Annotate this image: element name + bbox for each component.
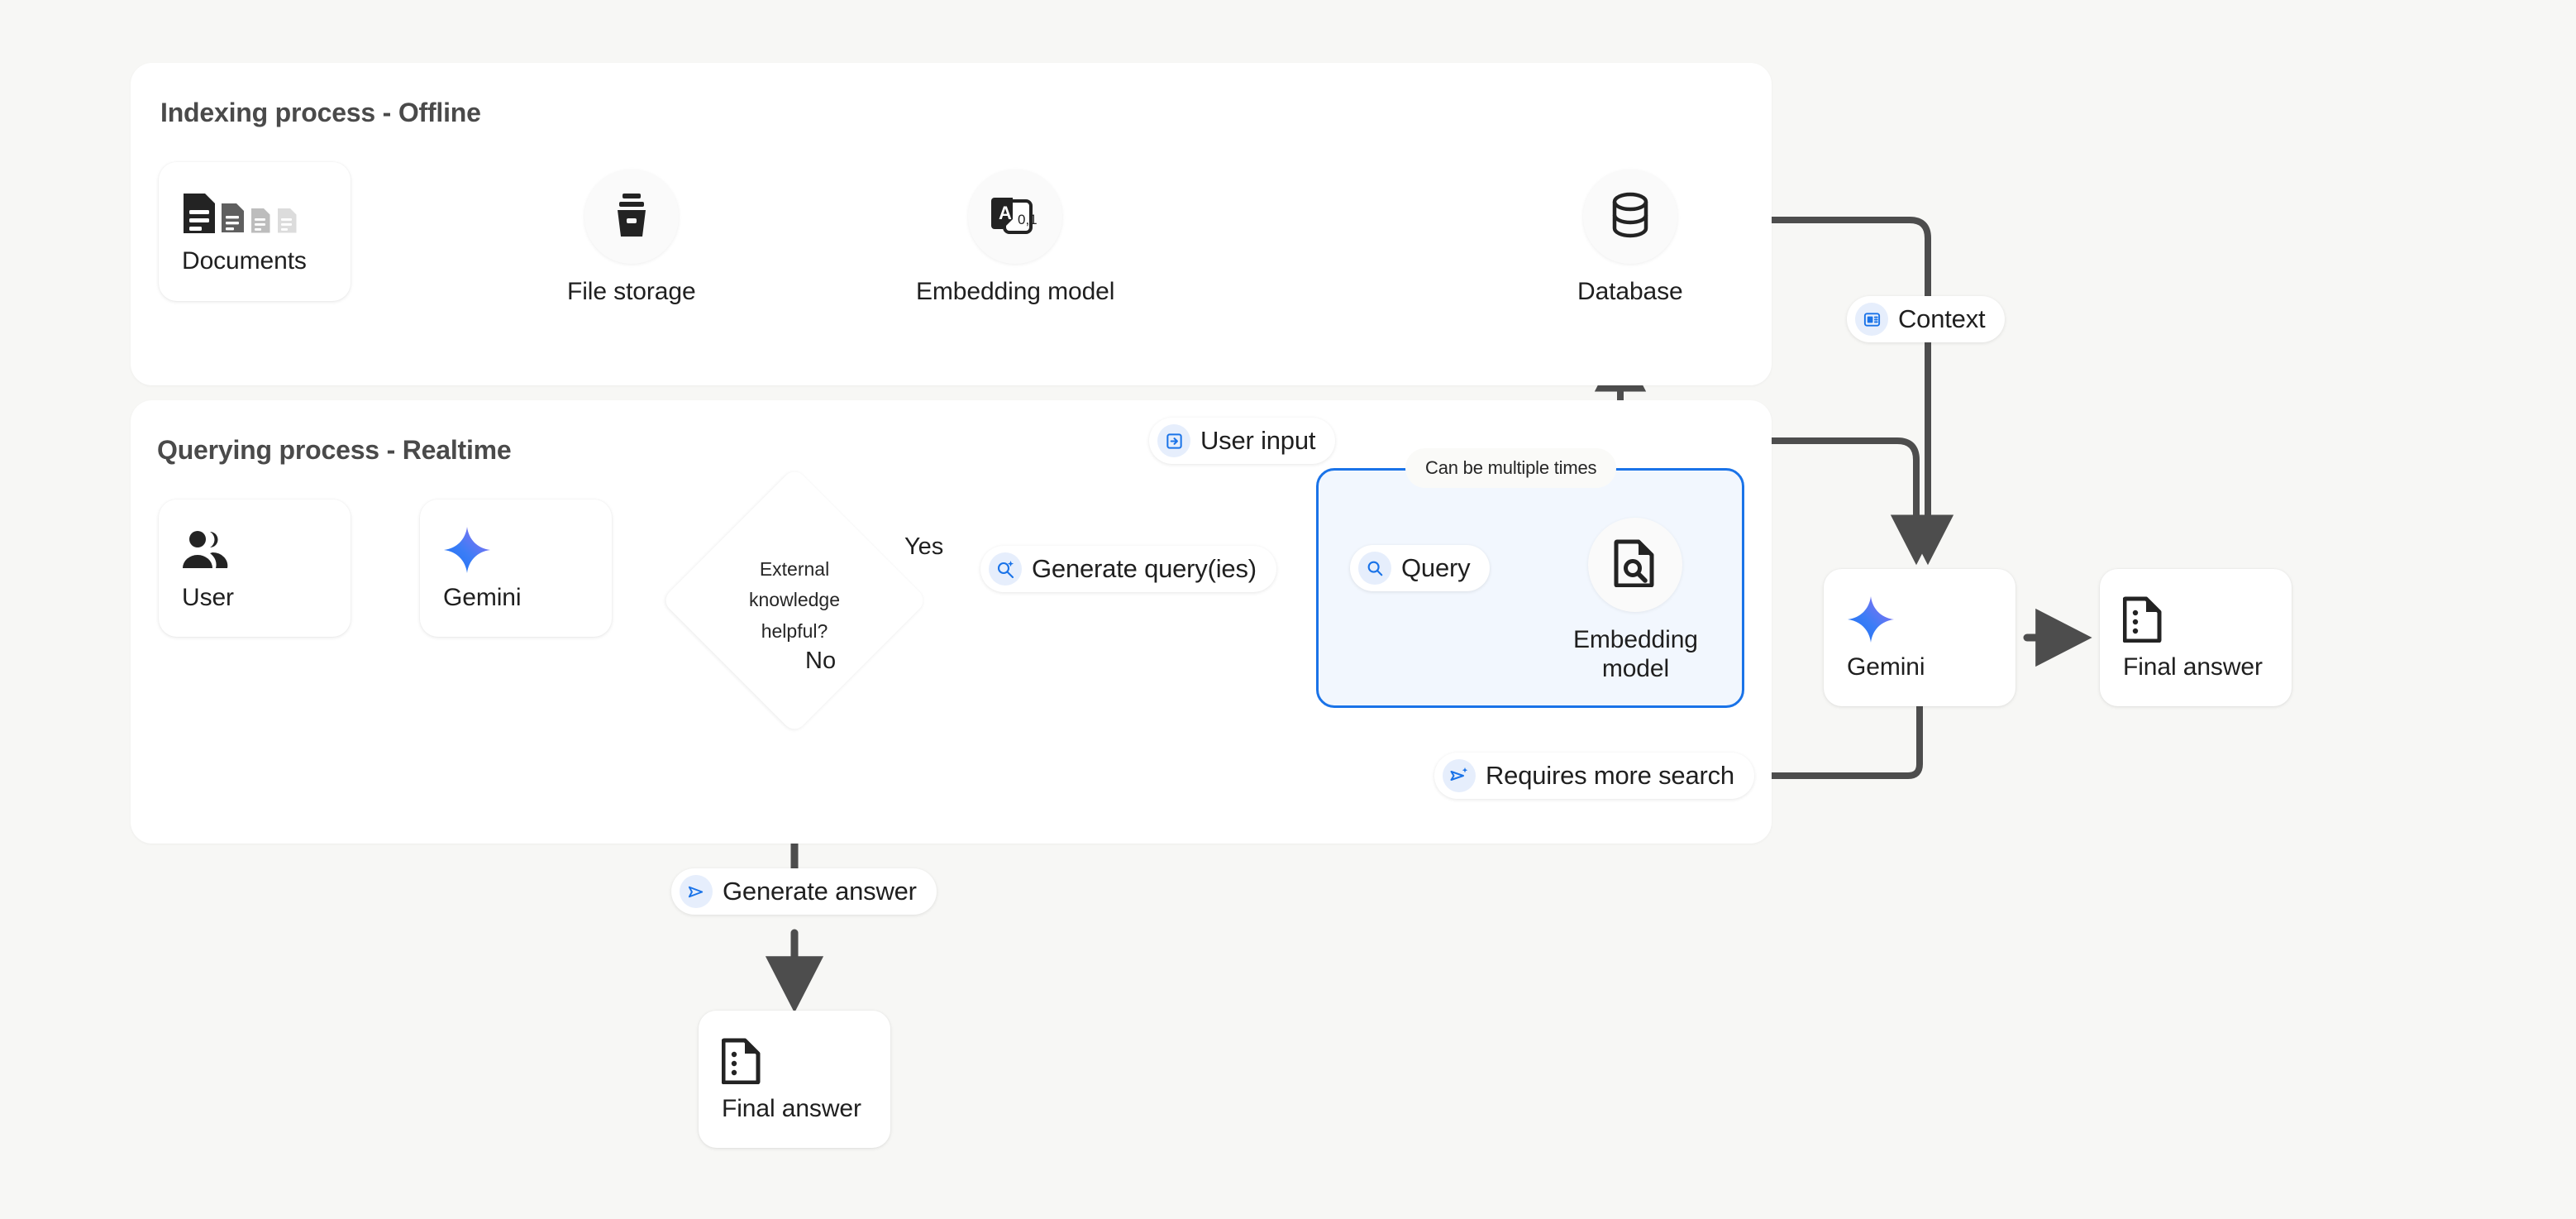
decision-external-knowledge[interactable]: External knowledge helpful? <box>661 466 928 734</box>
context-card-icon <box>1855 303 1888 336</box>
gemini-sparkle-icon <box>443 524 612 576</box>
node-gemini-left[interactable]: Gemini <box>420 500 612 637</box>
send-sparkle-icon <box>1443 759 1476 792</box>
requires-more-search-label: Requires more search <box>1486 761 1734 790</box>
final-answer-bottom-label: Final answer <box>722 1095 861 1122</box>
embedding-model-circle: 0,1 A <box>968 170 1063 264</box>
gemini-left-label: Gemini <box>443 584 522 611</box>
svg-text:A: A <box>999 203 1012 223</box>
node-file-storage[interactable]: File storage <box>567 170 696 306</box>
document-search-icon <box>1614 539 1657 591</box>
search-sparkle-icon <box>989 552 1022 586</box>
edge-label-yes: Yes <box>904 533 944 560</box>
documents-icon <box>182 188 351 239</box>
pill-can-be-multiple-times: Can be multiple times <box>1405 448 1617 488</box>
send-icon <box>680 875 713 908</box>
final-answer-right-label: Final answer <box>2123 653 2263 681</box>
database-circle <box>1582 170 1677 264</box>
user-label: User <box>182 584 234 611</box>
pill-user-input[interactable]: User input <box>1149 418 1336 464</box>
query-label: Query <box>1401 553 1471 582</box>
node-database[interactable]: Database <box>1577 170 1683 306</box>
database-label: Database <box>1577 278 1683 305</box>
embedding-model-loop-label: Embedding model <box>1573 626 1698 683</box>
pill-generate-queries[interactable]: Generate query(ies) <box>980 546 1276 592</box>
node-user[interactable]: User <box>159 500 351 637</box>
database-icon <box>1608 191 1653 243</box>
user-icon <box>182 524 351 576</box>
generate-queries-label: Generate query(ies) <box>1032 554 1257 583</box>
input-arrow-icon <box>1157 424 1190 457</box>
decision-label: External knowledge helpful? <box>749 558 840 642</box>
node-embedding-model-loop[interactable]: Embedding model <box>1573 518 1698 684</box>
node-final-answer-right[interactable]: Final answer <box>2100 569 2292 706</box>
querying-panel-title: Querying process - Realtime <box>157 435 512 465</box>
search-icon <box>1358 552 1391 585</box>
pill-requires-more-search[interactable]: Requires more search <box>1434 753 1754 799</box>
file-storage-icon <box>609 192 654 242</box>
node-final-answer-bottom[interactable]: Final answer <box>699 1011 890 1148</box>
node-embedding-model-indexing[interactable]: 0,1 A Embedding model <box>916 170 1114 306</box>
node-documents[interactable]: Documents <box>159 162 351 301</box>
file-storage-label: File storage <box>567 278 696 305</box>
gemini-right-label: Gemini <box>1847 653 1925 681</box>
svg-text:0,1: 0,1 <box>1018 212 1038 227</box>
final-answer-icon <box>2123 594 2292 645</box>
indexing-panel-title: Indexing process - Offline <box>160 98 481 127</box>
node-gemini-right[interactable]: Gemini <box>1824 569 2015 706</box>
pill-context[interactable]: Context <box>1847 296 2006 342</box>
user-input-label: User input <box>1200 426 1316 455</box>
pill-generate-answer[interactable]: Generate answer <box>671 868 937 915</box>
pill-query[interactable]: Query <box>1350 545 1491 591</box>
multiple-times-label: Can be multiple times <box>1425 457 1597 478</box>
file-storage-circle <box>584 170 679 264</box>
context-label: Context <box>1898 304 1986 333</box>
embedding-model-loop-circle <box>1588 518 1683 612</box>
edge-label-no: No <box>805 648 837 674</box>
gemini-sparkle-icon <box>1847 594 2015 645</box>
panel-indexing-process <box>131 63 1772 385</box>
embedding-model-icon: 0,1 A <box>990 191 1041 243</box>
final-answer-icon <box>722 1035 890 1087</box>
embedding-model-index-label: Embedding model <box>916 278 1115 305</box>
documents-label: Documents <box>182 247 307 275</box>
generate-answer-label: Generate answer <box>723 877 917 906</box>
